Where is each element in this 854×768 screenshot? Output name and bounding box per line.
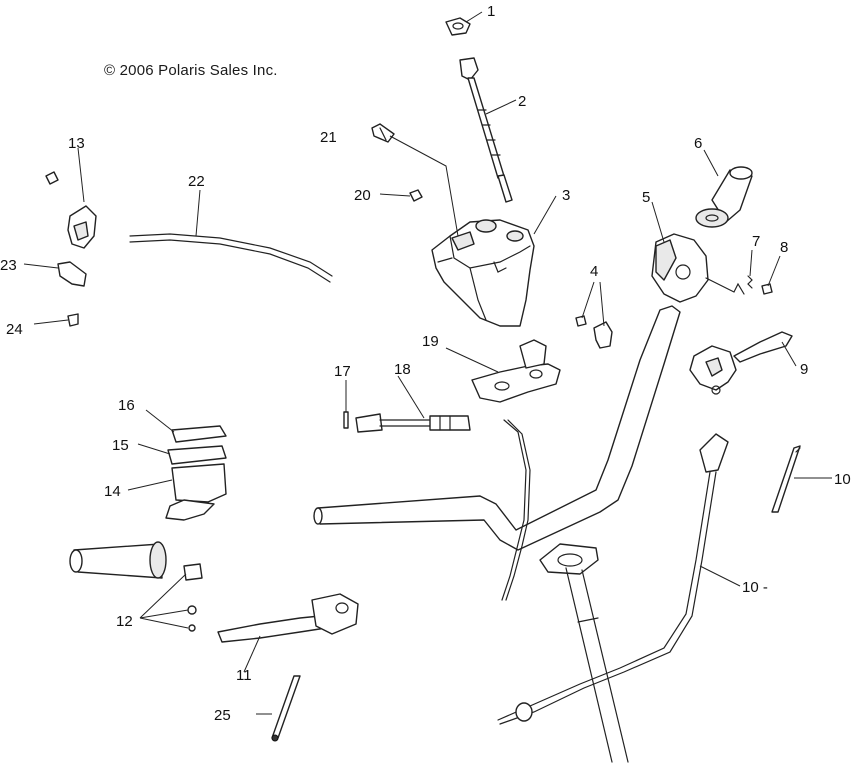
part-3-housing xyxy=(431,219,535,327)
callout-3: 3 xyxy=(562,187,570,204)
handlebar xyxy=(313,305,681,551)
part-6-grip xyxy=(695,166,753,228)
part-1-cap xyxy=(445,17,471,36)
part-7-spring xyxy=(747,275,753,289)
part-10-pin-right xyxy=(771,445,801,513)
part-25-screw xyxy=(67,313,79,327)
callout-4: 4 xyxy=(590,263,598,280)
brake-cable xyxy=(501,419,531,601)
part-24-clamp xyxy=(57,261,87,287)
callout-25: 24 xyxy=(6,321,23,338)
part-11-cable xyxy=(497,433,729,725)
callout-15: 14 xyxy=(104,483,121,500)
part-10-pin-bottom xyxy=(271,675,301,742)
part-15-reservoir xyxy=(165,463,227,521)
part-13-hardware xyxy=(183,563,203,632)
steering-post xyxy=(539,543,629,763)
part-20-bracket xyxy=(471,339,561,403)
part-16-diaphragm xyxy=(167,445,227,465)
callout-1: 1 xyxy=(487,3,495,20)
callout-2: 2 xyxy=(518,93,526,110)
part-4-clamp xyxy=(575,315,613,349)
callout-7: 7 xyxy=(752,233,760,250)
callout-18: 17 xyxy=(334,363,351,380)
callout-6: 6 xyxy=(694,135,702,152)
callout-19: 18 xyxy=(394,361,411,378)
callout-22: 21 xyxy=(320,129,337,146)
callout-5: 5 xyxy=(642,189,650,206)
part-9-lever xyxy=(689,331,793,395)
callout-21: 20 xyxy=(354,187,371,204)
left-grip xyxy=(69,541,167,579)
part-23-cable xyxy=(129,233,333,283)
part-17-cap xyxy=(171,425,227,443)
copyright-notice: © 2006 Polaris Sales Inc. xyxy=(104,62,278,79)
part-19-cable-adjuster xyxy=(355,413,471,433)
callout-12: 11 xyxy=(236,667,252,684)
callout-20: 19 xyxy=(422,333,439,350)
callout-10-bottom: 25 xyxy=(214,707,231,724)
callout-23: 22 xyxy=(188,173,205,190)
callout-9: 9 xyxy=(800,361,808,378)
part-8-screw xyxy=(761,283,773,295)
callout-24: 23 xyxy=(0,257,17,274)
callout-16: 15 xyxy=(112,437,129,454)
callout-10-right: 10 xyxy=(834,471,851,488)
callout-17: 16 xyxy=(118,397,135,414)
leader-lines xyxy=(23,11,832,715)
callout-8: 8 xyxy=(780,239,788,256)
part-5-switch-housing xyxy=(651,233,745,303)
part-21-screw xyxy=(409,189,423,202)
callout-labels: 1 2 3 4 5 6 7 8 9 10 10 - 11 12 13 14 15… xyxy=(0,3,851,724)
part-22-bolt xyxy=(371,123,395,143)
part-2-rod xyxy=(459,57,513,203)
callout-11: 10 - xyxy=(742,579,768,596)
callout-14: 13 xyxy=(68,135,85,152)
callout-13: 12 xyxy=(116,613,133,630)
part-14-clamp xyxy=(45,171,97,249)
part-12-lever xyxy=(217,593,359,643)
part-18-pin xyxy=(343,411,349,429)
